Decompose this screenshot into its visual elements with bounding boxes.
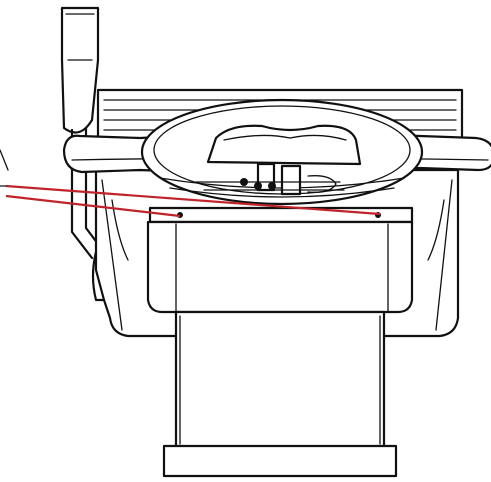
clamp-saddle <box>206 124 362 166</box>
center-mechanism <box>195 162 345 196</box>
laser-beams <box>5 184 381 218</box>
cropped-fragment <box>0 149 9 187</box>
base-plate <box>162 444 398 478</box>
laser-beam-lower <box>5 194 181 218</box>
laser-beam-upper <box>5 184 381 216</box>
mounting-rail <box>148 206 414 224</box>
carriage-block <box>146 220 414 314</box>
column-post <box>174 310 386 450</box>
